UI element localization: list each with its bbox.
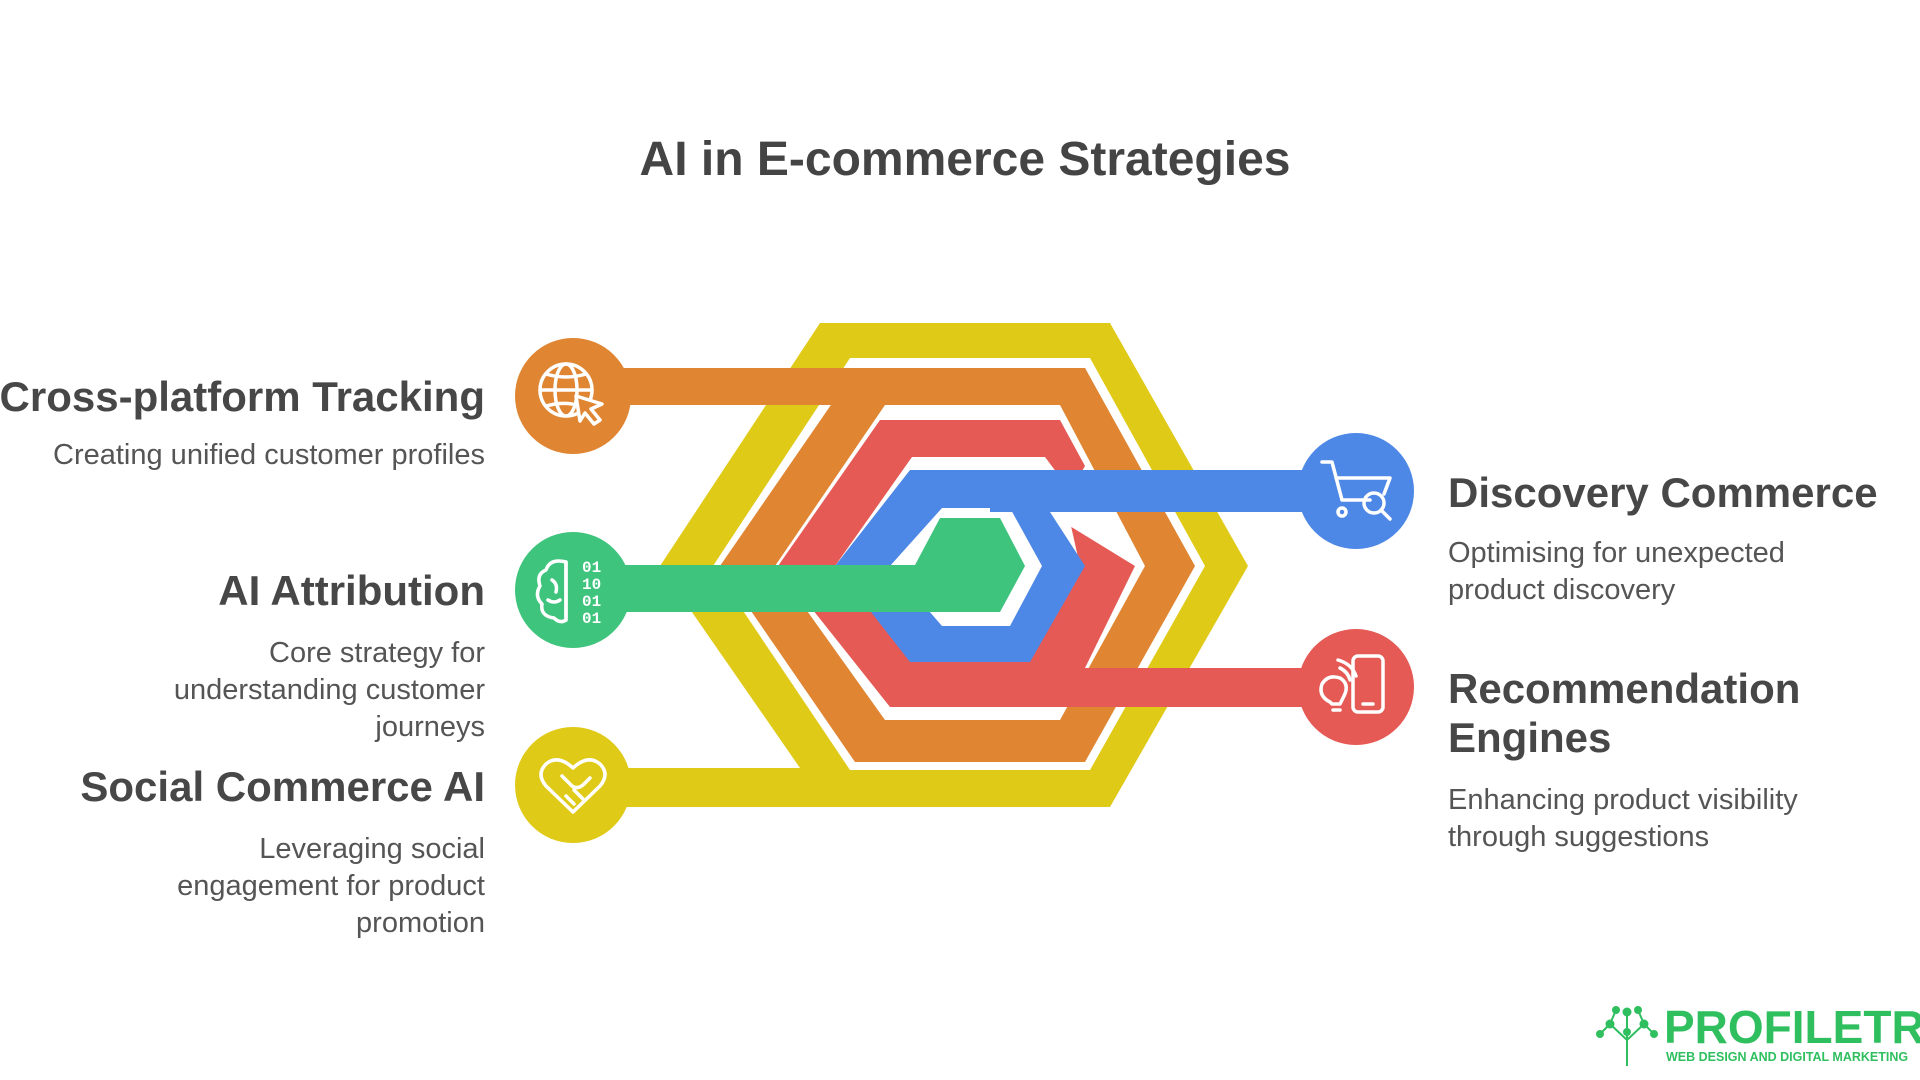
item-recommendation-engines: Recommendation Engines Enhancing product… bbox=[1448, 664, 1868, 856]
node-cross-platform-tracking bbox=[515, 338, 631, 454]
svg-text:01: 01 bbox=[582, 559, 601, 577]
band-ai-attribution bbox=[580, 518, 1025, 612]
item-description: Creating unified customer profiles bbox=[53, 439, 485, 471]
item-cross-platform-tracking: Cross-platform Tracking Creating unified… bbox=[0, 372, 485, 474]
item-description: Core strategy for understanding customer… bbox=[173, 637, 485, 743]
logo-wordmark: PROFILETREE bbox=[1664, 1001, 1920, 1053]
svg-text:01: 01 bbox=[582, 610, 601, 628]
item-heading: Cross-platform Tracking bbox=[0, 373, 485, 420]
item-heading: AI Attribution bbox=[218, 567, 485, 614]
tree-logo-icon bbox=[1596, 1006, 1658, 1066]
band-social-commerce-ai bbox=[580, 323, 1248, 807]
cart-search-icon bbox=[1320, 460, 1392, 521]
heart-handshake-icon bbox=[539, 758, 607, 814]
node-ai-attribution bbox=[515, 532, 631, 648]
item-discovery-commerce: Discovery Commerce Optimising for unexpe… bbox=[1448, 468, 1878, 609]
logo-tagline: WEB DESIGN AND DIGITAL MARKETING bbox=[1666, 1050, 1909, 1064]
node-recommendation-engines bbox=[1298, 629, 1414, 745]
globe-cursor-icon bbox=[538, 362, 604, 426]
item-heading: Social Commerce AI bbox=[80, 763, 485, 810]
brain-binary-icon: 01 10 01 01 bbox=[535, 559, 601, 628]
svg-text:01: 01 bbox=[582, 593, 601, 611]
svg-text:10: 10 bbox=[582, 576, 601, 594]
item-description: Enhancing product visibility through sug… bbox=[1448, 784, 1798, 853]
page-title: AI in E-commerce Strategies bbox=[639, 133, 1291, 186]
item-ai-attribution: AI Attribution Core strategy for underst… bbox=[0, 566, 485, 746]
item-description: Optimising for unexpected product discov… bbox=[1448, 537, 1785, 606]
item-heading: Recommendation Engines bbox=[1448, 665, 1801, 761]
phone-lightbulb-icon bbox=[1319, 654, 1385, 714]
item-heading: Discovery Commerce bbox=[1448, 469, 1878, 516]
node-discovery-commerce bbox=[1298, 433, 1414, 549]
item-social-commerce-ai: Social Commerce AI Leveraging social eng… bbox=[0, 762, 485, 942]
item-description: Leveraging social engagement for product… bbox=[177, 833, 485, 939]
profiletree-logo: PROFILETREE WEB DESIGN AND DIGITAL MARKE… bbox=[1596, 1000, 1920, 1072]
